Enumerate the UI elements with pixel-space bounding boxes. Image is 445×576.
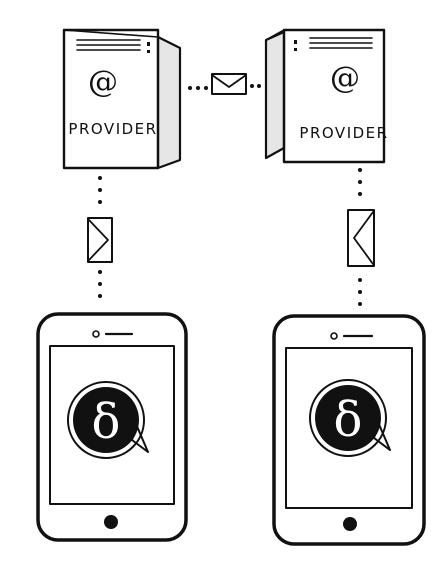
left-server-to-phone-link <box>98 176 102 298</box>
server-left-label: PROVIDER <box>68 120 157 138</box>
envelope-icon <box>211 73 247 95</box>
envelope-icon <box>347 209 375 267</box>
server-right-at-glyph: @ <box>330 61 360 96</box>
chat-bubble-logo-icon: δ <box>67 381 149 459</box>
svg-text:δ: δ <box>92 394 121 450</box>
server-to-server-link <box>188 84 261 90</box>
phone-right-home-button <box>343 517 357 531</box>
server-right-label: PROVIDER <box>299 124 388 142</box>
smartphone-right: δ <box>272 314 426 546</box>
phone-left-home-button <box>104 515 118 529</box>
envelope-icon <box>87 217 113 263</box>
svg-text:δ: δ <box>334 392 363 448</box>
chat-bubble-logo-icon: δ <box>309 379 391 457</box>
server-right-front <box>282 28 386 164</box>
right-server-to-phone-link <box>358 168 362 306</box>
server-right: @ PROVIDER <box>264 28 388 164</box>
phone-right-screen <box>285 347 413 509</box>
server-left-side <box>158 37 180 168</box>
server-left: @ PROVIDER <box>62 28 182 170</box>
smartphone-left: δ <box>36 312 188 542</box>
phone-left-screen <box>49 345 175 505</box>
server-left-front <box>62 28 160 170</box>
server-left-at-glyph: @ <box>88 65 118 100</box>
server-right-side <box>266 32 284 158</box>
